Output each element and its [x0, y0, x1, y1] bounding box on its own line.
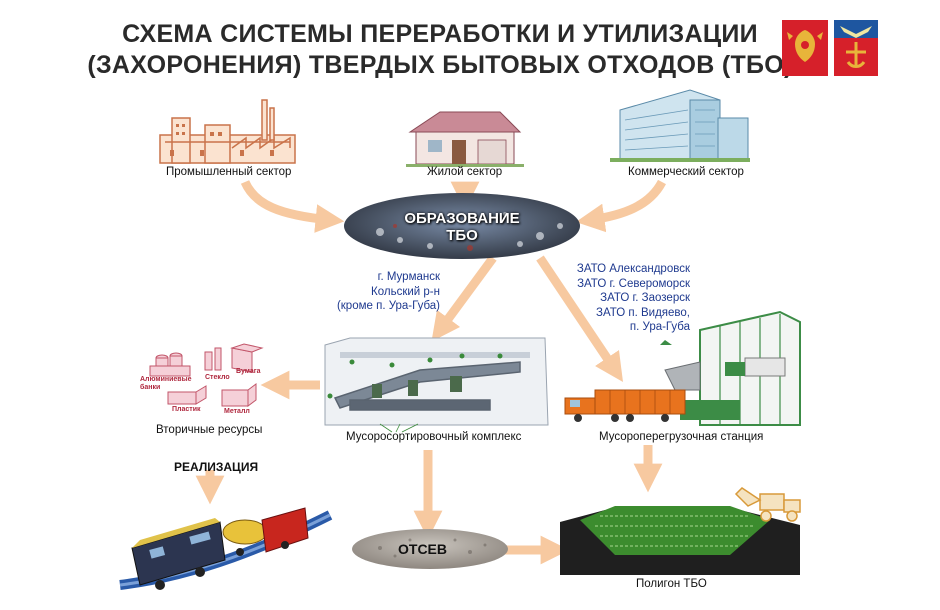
resource-paper: Бумага	[236, 368, 261, 375]
resource-glass: Стекло	[205, 374, 230, 381]
waste-generation-line2: ТБО	[446, 227, 478, 244]
screening-label: ОТСЕВ	[398, 541, 447, 557]
route-left-item: г. Мурманск	[377, 271, 440, 283]
route-right-item: ЗАТО г. Заозерск	[600, 292, 690, 304]
residential-sector-label: Жилой сектор	[427, 166, 503, 178]
arrow-industrial-to-center	[240, 179, 345, 233]
secondary-resources-label: Вторичные ресурсы	[156, 424, 263, 436]
resource-metal: Металл	[224, 408, 250, 415]
waste-generation-line1: ОБРАЗОВАНИЕ	[404, 210, 520, 227]
route-left-item: Кольский р-н	[371, 285, 440, 298]
commercial-sector-label: Коммерческий сектор	[628, 166, 744, 178]
realization-label: РЕАЛИЗАЦИЯ	[174, 460, 259, 474]
page-title-line2: (ЗАХОРОНЕНИЯ) ТВЕРДЫХ БЫТОВЫХ ОТХОДОВ (Т…	[87, 51, 793, 79]
route-left-item: (кроме п. Ура-Губа)	[336, 300, 440, 312]
landfill-label: Полигон ТБО	[636, 578, 707, 590]
waste-generation-label: ОБРАЗОВАНИЕ ТБО	[392, 210, 532, 244]
resource-plastic: Пластик	[172, 406, 201, 413]
arrow-center-to-sorting	[431, 255, 497, 342]
route-right-item: ЗАТО п. Видяево,	[596, 306, 690, 319]
page-title-line1: СХЕМА СИСТЕМЫ ПЕРЕРАБОТКИ И УТИЛИЗАЦИИ	[122, 20, 758, 48]
murmansk-region-emblem-icon	[834, 20, 878, 76]
route-right-list: ЗАТО Александровск ЗАТО г. Североморск З…	[560, 262, 690, 335]
industrial-sector-label: Промышленный сектор	[166, 166, 292, 178]
route-right-item: ЗАТО Александровск	[576, 263, 690, 275]
sorting-complex-label: Мусоросортировочный комплекс	[346, 431, 522, 443]
route-right-item: п. Ура-Губа	[629, 321, 690, 333]
arrow-commercial-to-center	[575, 179, 666, 233]
resource-aluminum-cans: Алюминиевые банки	[140, 376, 192, 391]
route-left-list: г. Мурманск Кольский р-н (кроме п. Ура-Г…	[318, 270, 440, 314]
transfer-station-label: Мусороперегрузочная станция	[599, 431, 764, 443]
route-right-item: ЗАТО г. Североморск	[577, 277, 690, 290]
